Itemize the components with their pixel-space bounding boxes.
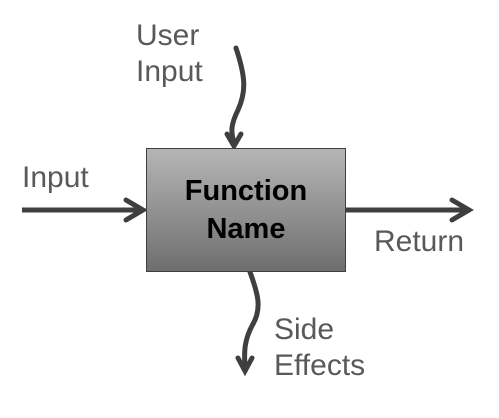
function-box: Function Name <box>146 148 346 272</box>
user-input-arrow <box>224 45 247 151</box>
user-input-label-line-2: Input <box>136 55 203 88</box>
side-effects-label: Side Effects <box>274 312 365 384</box>
side-effects-label-line-1: Side <box>274 313 335 346</box>
return-arrow <box>346 197 474 223</box>
function-name-label: Function Name <box>185 172 307 248</box>
input-arrow <box>22 197 148 223</box>
function-name-line-2: Name <box>206 213 286 245</box>
side-effects-label-line-2: Effects <box>274 349 366 382</box>
user-input-label-line-1: User <box>136 19 200 52</box>
input-label: Input <box>22 161 89 194</box>
function-name-line-1: Function <box>184 175 308 207</box>
user-input-label: User Input <box>136 18 203 90</box>
return-label: Return <box>374 225 465 258</box>
side-effects-arrow <box>235 269 261 377</box>
